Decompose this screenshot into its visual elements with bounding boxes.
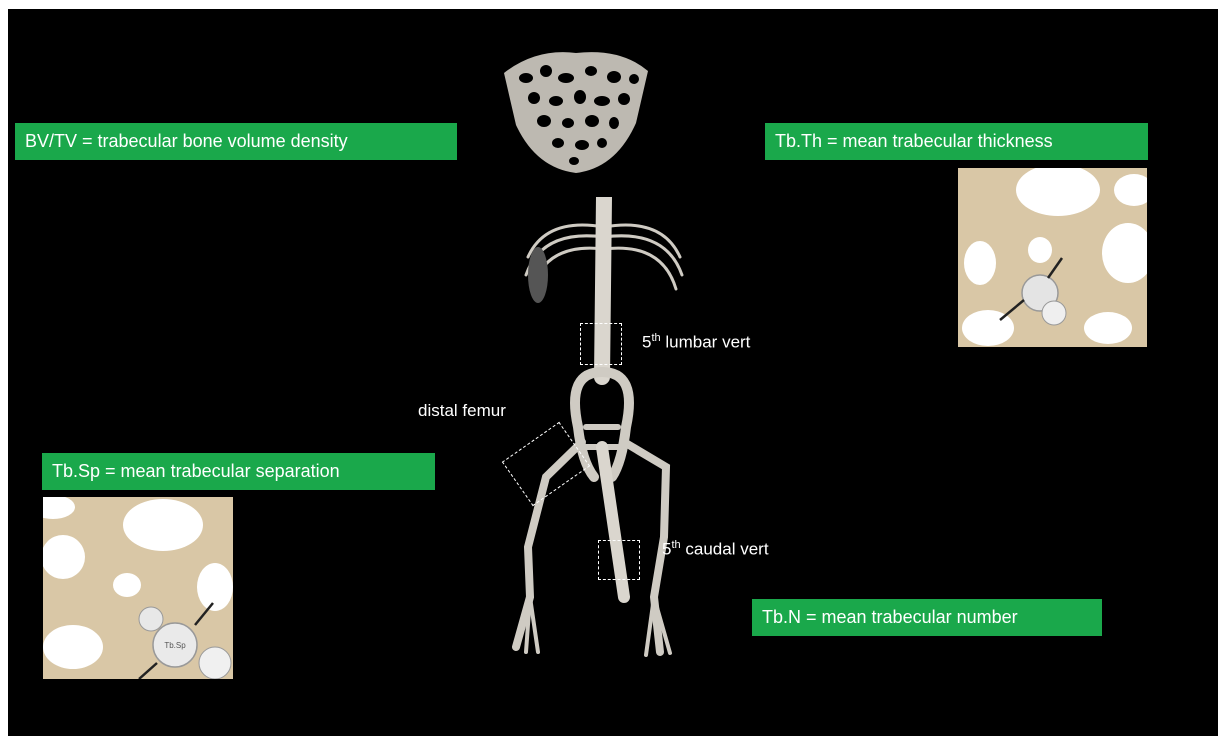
distal-femur-annotation: distal femur — [418, 401, 506, 421]
lumbar-vert-annotation: 5th lumbar vert — [642, 332, 750, 353]
tbth-label: Tb.Th = mean trabecular thickness — [765, 123, 1148, 160]
caudal-vert-text: caudal vert — [681, 540, 769, 559]
bvtv-label: BV/TV = trabecular bone volume density — [15, 123, 457, 160]
mouse-skeleton — [486, 197, 726, 677]
lumbar-vert-text: lumbar vert — [661, 333, 751, 352]
caudal-vert-annotation: 5th caudal vert — [662, 539, 769, 560]
tbsp-label: Tb.Sp = mean trabecular separation — [42, 453, 435, 490]
caudal-vert-sup: th — [671, 539, 680, 551]
caudal-vert-box — [598, 540, 640, 580]
lumbar-vert-sup: th — [651, 332, 660, 344]
tbth-inset-image — [958, 168, 1147, 347]
tbsp-sphere-text: Tb.Sp — [164, 641, 186, 650]
trabecular-bone-sample — [496, 43, 656, 179]
tbsp-inset-image: Tb.Sp — [43, 497, 233, 679]
tbn-label: Tb.N = mean trabecular number — [752, 599, 1102, 636]
slide-canvas: 5th lumbar vert 5th caudal vert distal f… — [8, 9, 1218, 736]
lumbar-vert-box — [580, 323, 622, 365]
